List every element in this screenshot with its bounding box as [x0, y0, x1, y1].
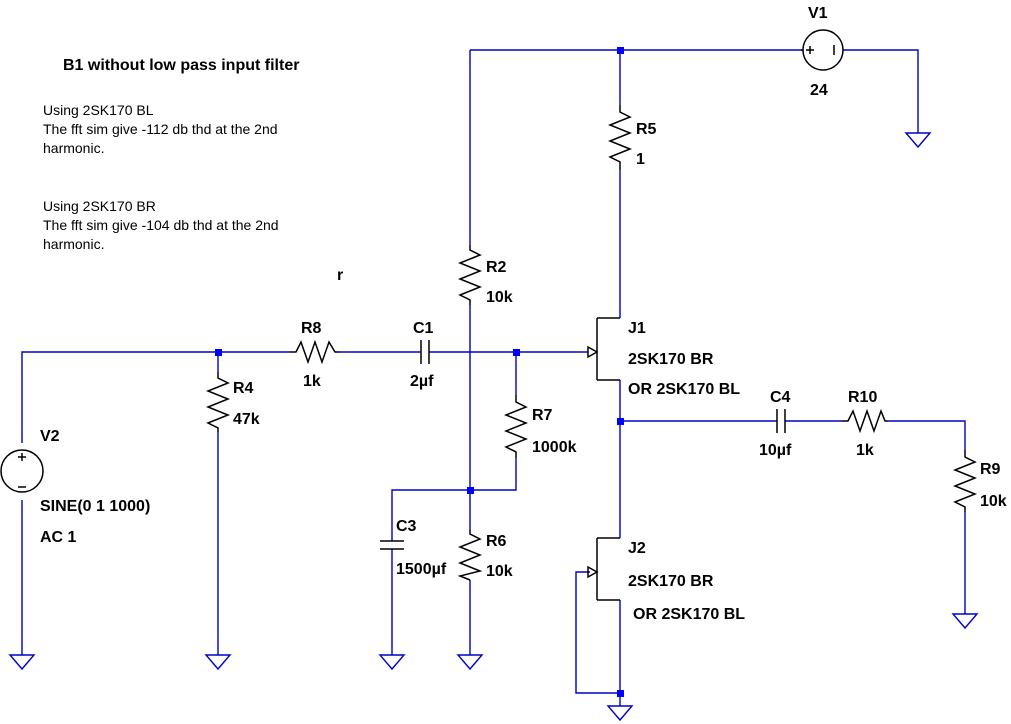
junction-dot	[617, 418, 624, 425]
label-r4-name: R4	[233, 380, 254, 397]
label-r8-name: R8	[301, 320, 322, 337]
junction-dot	[467, 487, 474, 494]
capacitor-c4	[776, 409, 786, 433]
label-j2-alt: OR 2SK170 BL	[633, 606, 745, 623]
ground-icon	[204, 654, 232, 671]
label-j1-name: J1	[628, 320, 646, 337]
jfet-j2	[587, 537, 620, 601]
label-r6-value: 10k	[486, 563, 513, 580]
label-r8-value: 1k	[303, 373, 321, 390]
stray-label: r	[337, 267, 343, 284]
resistor-r8	[290, 339, 340, 365]
junction-dot	[617, 47, 624, 54]
label-c4-name: C4	[770, 389, 791, 406]
label-r2-value: 10k	[486, 289, 513, 306]
resistor-r5	[607, 105, 633, 170]
label-v2-ac: AC 1	[40, 529, 77, 546]
note-bl-line3: harmonic.	[43, 140, 104, 156]
label-r7-name: R7	[532, 407, 553, 424]
voltage-source-v2	[0, 449, 44, 493]
note-bl-line1: Using 2SK170 BL	[43, 102, 154, 118]
jfet-j1	[587, 317, 620, 381]
capacitor-c1	[420, 340, 430, 364]
ground-icon	[904, 132, 932, 149]
label-c1-name: C1	[413, 320, 434, 337]
note-bl-line2: The fft sim give -112 db thd at the 2nd	[43, 121, 278, 137]
resistor-r10	[842, 408, 888, 434]
capacitor-c3	[380, 540, 404, 550]
note-br-line2: The fft sim give -104 db thd at the 2nd	[43, 217, 279, 233]
note-br-line1: Using 2SK170 BR	[43, 198, 156, 214]
label-r9-value: 10k	[980, 493, 1007, 510]
label-r7-value: 1000k	[532, 439, 577, 456]
label-j2-part: 2SK170 BR	[628, 573, 714, 590]
resistor-r6	[457, 530, 483, 581]
resistor-r7	[503, 395, 529, 458]
label-r6-name: R6	[486, 533, 507, 550]
label-j2-name: J2	[628, 540, 646, 557]
label-r4-value: 47k	[233, 411, 260, 428]
ground-icon	[606, 705, 634, 722]
resistor-r4	[205, 372, 231, 432]
junction-dot	[215, 349, 222, 356]
wires	[21, 49, 966, 706]
label-v1-value: 24	[810, 82, 828, 99]
junction-dot	[617, 690, 624, 697]
label-j1-alt: OR 2SK170 BL	[628, 381, 740, 398]
ground-icons	[8, 132, 979, 722]
wire-r10-to-r9	[888, 420, 966, 450]
label-c3-value: 1500µf	[396, 561, 447, 578]
label-r10-name: R10	[848, 389, 877, 406]
label-r9-name: R9	[980, 461, 1001, 478]
wire-v1-to-ground	[843, 49, 919, 133]
label-c3-name: C3	[396, 518, 417, 535]
resistor-r2	[457, 245, 483, 305]
label-v2-name: V2	[40, 428, 60, 445]
wire-j2-gate-loop	[575, 571, 620, 694]
wire-r7-to-bias	[391, 458, 517, 541]
ground-icon	[951, 613, 979, 630]
label-r10-value: 1k	[856, 442, 874, 459]
ground-icon	[456, 654, 484, 671]
junctions	[215, 47, 624, 697]
note-br-line3: harmonic.	[43, 236, 104, 252]
label-r5-value: 1	[636, 151, 645, 168]
resistor-r9	[952, 450, 978, 512]
note-title: B1 without low pass input filter	[63, 57, 299, 74]
label-v2-value: SINE(0 1 1000)	[40, 498, 150, 515]
label-r5-name: R5	[636, 121, 657, 138]
label-j1-part: 2SK170 BR	[628, 351, 714, 368]
wire-v2-top	[21, 351, 290, 443]
label-c4-value: 10µf	[759, 442, 792, 459]
voltage-source-v1	[801, 29, 844, 71]
label-c1-value: 2µf	[410, 373, 434, 390]
ground-icon	[8, 654, 36, 671]
label-r2-name: R2	[486, 259, 507, 276]
junction-dot	[513, 349, 520, 356]
ground-icon	[378, 654, 406, 671]
label-v1-name: V1	[808, 5, 828, 22]
